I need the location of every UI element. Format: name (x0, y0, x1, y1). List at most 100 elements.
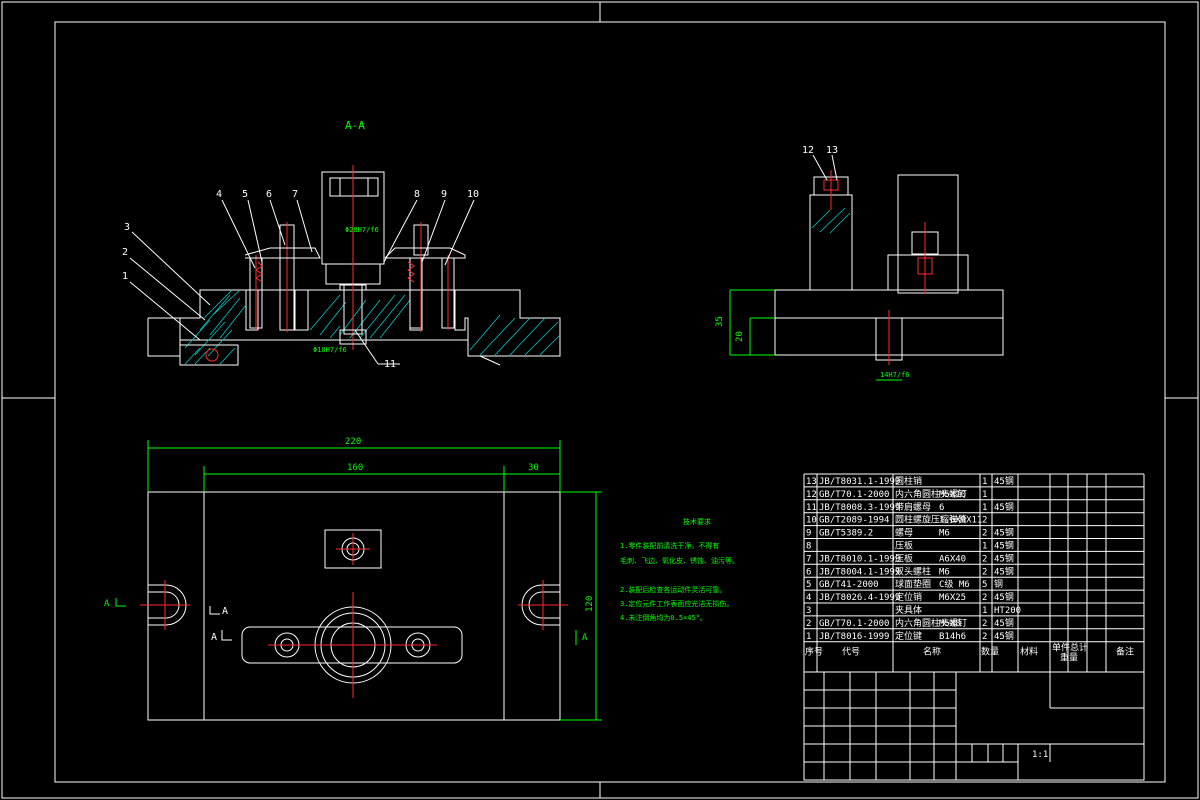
title-block: 1:1 (803, 671, 1145, 781)
plan-clamp-plate (241, 626, 463, 664)
bom-row-name: 内六角圆柱头螺钉 (895, 617, 967, 629)
bom-row-qty: 1 (982, 503, 987, 513)
notes-title: 技术要求 (683, 517, 711, 526)
notes-line-4: 3.定位元件工作表面应光洁无损伤。 (620, 599, 733, 608)
bom-row-no: 6 (806, 567, 811, 577)
dim-160: 160 (347, 463, 363, 473)
bom-row-qty: 1 (982, 542, 987, 552)
bom-header-unit: 单件 (1052, 642, 1070, 654)
section-view: A-A (122, 119, 561, 370)
bom-row-qty: 2 (982, 529, 987, 539)
plan-view: 220 160 30 120 A A A A (104, 437, 602, 721)
notes-line-2: 毛刺、飞边、氧化皮、锈蚀、油污等。 (620, 556, 739, 565)
right-foot (479, 355, 501, 366)
leader-2: 2 (122, 247, 128, 258)
bom-row-qty: 2 (982, 516, 987, 526)
bom-row-qty: 2 (982, 567, 987, 577)
view-marker-right: A (582, 633, 588, 643)
leader-13: 13 (826, 145, 838, 156)
bom-row-std: JB/T8016-1999 (819, 632, 889, 642)
clamp-plate-right (384, 247, 466, 259)
bom-row-std: JB/T8008.3-1999 (819, 503, 900, 513)
stud-bolt-right-a (409, 257, 423, 329)
leader-12: 12 (802, 145, 814, 156)
bom-row-qty: 1 (982, 477, 987, 487)
bom-row-material: 45钢 (994, 591, 1014, 603)
bom-row-spec: 1.6X9X11 (939, 516, 982, 526)
bom-row-material: HT200 (994, 606, 1021, 616)
bom-row-std: JB/T8004.1-1999 (819, 567, 900, 577)
bom-row-std: JB/T8010.1-1999 (819, 554, 900, 564)
bom-row-material: 45钢 (994, 540, 1014, 552)
bom-row-qty: 1 (982, 490, 987, 500)
bom-row-no: 12 (806, 490, 817, 500)
bom-row-name: 带肩螺母 (895, 501, 931, 513)
notes-line-1: 1.零件装配前清洗干净，不得有 (620, 541, 719, 550)
notes-line-5: 4.未注倒角均为0.5×45°。 (620, 613, 707, 622)
bom-row-spec: B14h6 (939, 632, 966, 642)
base-hatching (184, 289, 561, 357)
bom-row-no: 3 (806, 606, 811, 616)
bom-header-total: 总计 (1070, 642, 1088, 654)
bom-row-spec: M6 (939, 567, 950, 577)
fit-14: 14H7/f6 (880, 371, 910, 379)
bom-row-no: 13 (806, 477, 817, 487)
bom-row-std: JB/T8031.1-1999 (819, 477, 900, 487)
section-label: A-A (345, 119, 365, 132)
bom-row-no: 7 (806, 554, 811, 564)
bom-header-std: 代号 (842, 647, 860, 658)
bom-row-std: GB/T5389.2 (819, 529, 873, 539)
bom-row-name: 双头螺柱 (895, 565, 931, 577)
side-view: 12 13 35 20 14H7/f6 (715, 145, 1004, 381)
bom-header-no: 序号 (805, 646, 823, 658)
bom-row-material: 45钢 (994, 527, 1014, 539)
bom-row-material: 钢 (994, 578, 1003, 590)
bom-row-qty: 5 (982, 580, 987, 590)
leader-9: 9 (441, 189, 447, 200)
bom-row-no: 10 (806, 516, 817, 526)
side-workpiece (897, 174, 959, 294)
center-bolt (343, 283, 363, 335)
view-marker-left: A (104, 599, 110, 609)
bom-row-spec: M6X25 (939, 593, 966, 603)
fit-phi28: Φ28H7/f6 (345, 226, 379, 234)
bom-row-material: 45钢 (994, 552, 1014, 564)
bom-row-spec: M5X8 (939, 619, 961, 629)
bom-row-name: 压板 (895, 552, 913, 564)
bom-header-material: 材料 (1020, 646, 1038, 658)
bom-row-qty: 2 (982, 619, 987, 629)
bom-row-spec: A6X40 (939, 554, 966, 564)
inner-frame (54, 21, 1166, 783)
bom-row-spec: C级 M6 (939, 578, 970, 590)
leader-lines (129, 199, 475, 365)
bom-row-spec: M6 (939, 529, 950, 539)
dim-220: 220 (345, 437, 361, 447)
side-clamp (887, 254, 969, 291)
bom-row-std: GB/T41-2000 (819, 580, 879, 590)
bom-row-no: 2 (806, 619, 811, 629)
spring-left (255, 261, 263, 283)
bom-row-no: 11 (806, 503, 817, 513)
bom-row-no: 5 (806, 580, 811, 590)
clamp-plate-left (244, 247, 321, 259)
leader-1: 1 (122, 271, 128, 282)
bom-row-name: 球面垫圈 (895, 578, 931, 590)
dim-120: 120 (585, 596, 595, 612)
bom-row-name: 夹具体 (895, 604, 922, 616)
bom-row-std: GB/T70.1-2000 (819, 619, 889, 629)
plan-upright (324, 529, 382, 569)
bom-row-name: 定位键 (895, 630, 922, 642)
bom-row-std: JB/T8026.4-1999 (819, 593, 900, 603)
section-marker-a2: A (211, 632, 217, 643)
leader-7: 7 (292, 189, 298, 200)
dim-30: 30 (528, 463, 539, 473)
bom-row-name: 定位销 (895, 591, 922, 603)
scale-value: 1:1 (1032, 750, 1048, 760)
plan-base (147, 491, 561, 721)
leader-10: 10 (467, 189, 479, 200)
notes-line-3: 2.装配后检查各运动件灵活可靠。 (620, 585, 726, 594)
bom-row-name: 圆柱螺旋压缩弹簧 (895, 514, 967, 526)
leader-4: 4 (216, 189, 222, 200)
bom-header-qty: 数量 (981, 646, 999, 658)
